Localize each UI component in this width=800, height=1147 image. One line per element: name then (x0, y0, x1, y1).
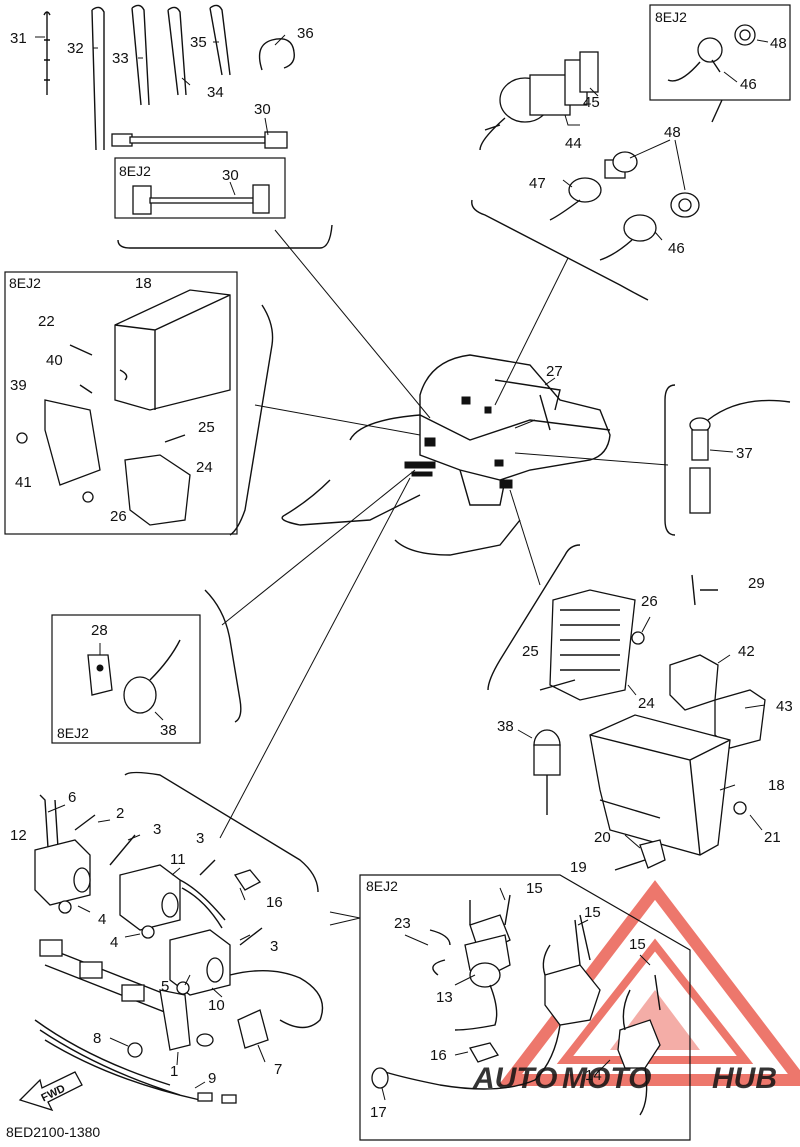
callout-17: 17 (370, 1104, 387, 1121)
callout-26-box: 26 (110, 508, 127, 525)
callout-46: 46 (668, 240, 685, 257)
callout-47: 47 (529, 175, 546, 192)
snowmobile-outline (281, 354, 611, 556)
callout-36: 36 (297, 25, 314, 42)
variant-label-plug-caps: 8EJ2 (366, 878, 398, 894)
variant-box-28-38 (51, 614, 201, 744)
callout-1: 1 (170, 1063, 178, 1080)
callout-6: 6 (68, 789, 76, 806)
variant-label-cdi: 8EJ2 (9, 275, 41, 291)
callout-31: 31 (10, 30, 27, 47)
variant-box-cdi (4, 271, 238, 535)
fwd-label: FWD (39, 1083, 67, 1105)
callout-14: 14 (585, 1067, 602, 1084)
main-switch-assembly (479, 51, 700, 261)
callout-3-a: 3 (153, 821, 161, 838)
callout-18: 18 (768, 777, 785, 794)
condenser-parts (87, 639, 181, 721)
callout-5: 5 (161, 978, 169, 995)
variant-box-30 (114, 157, 286, 219)
callout-32: 32 (67, 40, 84, 57)
callout-15-b: 15 (584, 904, 601, 921)
callout-48-box: 48 (770, 35, 787, 52)
fwd-arrow (18, 1071, 83, 1112)
callout-12: 12 (10, 827, 27, 844)
callout-numbers: 31 32 33 34 35 36 30 30 48 46 45 44 48 4… (10, 25, 793, 1121)
callout-30-box: 30 (222, 167, 239, 184)
callout-25-box: 25 (198, 419, 215, 436)
callout-30-top: 30 (254, 101, 271, 118)
callout-15-c: 15 (629, 936, 646, 953)
callout-8: 8 (93, 1030, 101, 1047)
callout-38-box: 38 (160, 722, 177, 739)
callout-40: 40 (46, 352, 63, 369)
callout-4-a: 4 (98, 911, 106, 928)
cdi-unit-18 (589, 714, 763, 871)
callout-7: 7 (274, 1061, 282, 1078)
variant-label-28-38: 8EJ2 (57, 725, 89, 741)
callout-13: 13 (436, 989, 453, 1006)
callout-28: 28 (91, 622, 108, 639)
callout-27: 27 (546, 363, 563, 380)
callout-38: 38 (497, 718, 514, 735)
plug-cap-parts (371, 887, 661, 1116)
callout-41: 41 (15, 474, 32, 491)
switch-parts-box (667, 24, 769, 83)
variant-label-30: 8EJ2 (119, 163, 151, 179)
callout-19: 19 (570, 859, 587, 876)
callout-3-c: 3 (270, 938, 278, 955)
variant-label-46-48: 8EJ2 (655, 9, 687, 25)
callout-33: 33 (112, 50, 129, 67)
callout-10: 10 (208, 997, 225, 1014)
fuse-holder-37 (664, 384, 791, 536)
callout-24-box: 24 (196, 459, 213, 476)
callout-26: 26 (641, 593, 658, 610)
callout-43: 43 (776, 698, 793, 715)
callout-2: 2 (116, 805, 124, 822)
callout-44: 44 (565, 135, 582, 152)
ignition-coil-group (34, 794, 324, 1104)
callout-45: 45 (583, 94, 600, 111)
callout-22: 22 (38, 313, 55, 330)
figure-code: 8ED2100-1380 (6, 1124, 100, 1140)
callout-11: 11 (170, 851, 186, 868)
callout-34: 34 (207, 84, 224, 101)
callout-46-box: 46 (740, 76, 757, 93)
callout-23: 23 (394, 915, 411, 932)
callout-20: 20 (594, 829, 611, 846)
callout-48: 48 (664, 124, 681, 141)
callout-35: 35 (190, 34, 207, 51)
callout-42: 42 (738, 643, 755, 660)
callout-25: 25 (522, 643, 539, 660)
variant-box-46-48 (649, 4, 791, 101)
cdi-unit-parts (16, 289, 231, 526)
callout-3-b: 3 (196, 830, 204, 847)
condenser-38 (517, 729, 561, 815)
variant-box-plug-caps (359, 874, 691, 1141)
cable-ties-group (35, 4, 295, 151)
callout-16-b: 16 (430, 1047, 447, 1064)
watermark-word-hub: HUB (712, 1062, 777, 1095)
callout-9: 9 (208, 1070, 216, 1087)
callout-29: 29 (748, 575, 765, 592)
watermark-word-auto: AUTO (472, 1062, 557, 1095)
callout-37: 37 (736, 445, 753, 462)
callout-21: 21 (764, 829, 781, 846)
callout-4-b: 4 (110, 934, 118, 951)
watermark-word-moto: MOTO (562, 1062, 651, 1095)
callout-16-a: 16 (266, 894, 283, 911)
callout-24: 24 (638, 695, 655, 712)
callout-18-box: 18 (135, 275, 152, 292)
callout-15-a: 15 (526, 880, 543, 897)
callout-39: 39 (10, 377, 27, 394)
regulator-group (487, 544, 766, 749)
